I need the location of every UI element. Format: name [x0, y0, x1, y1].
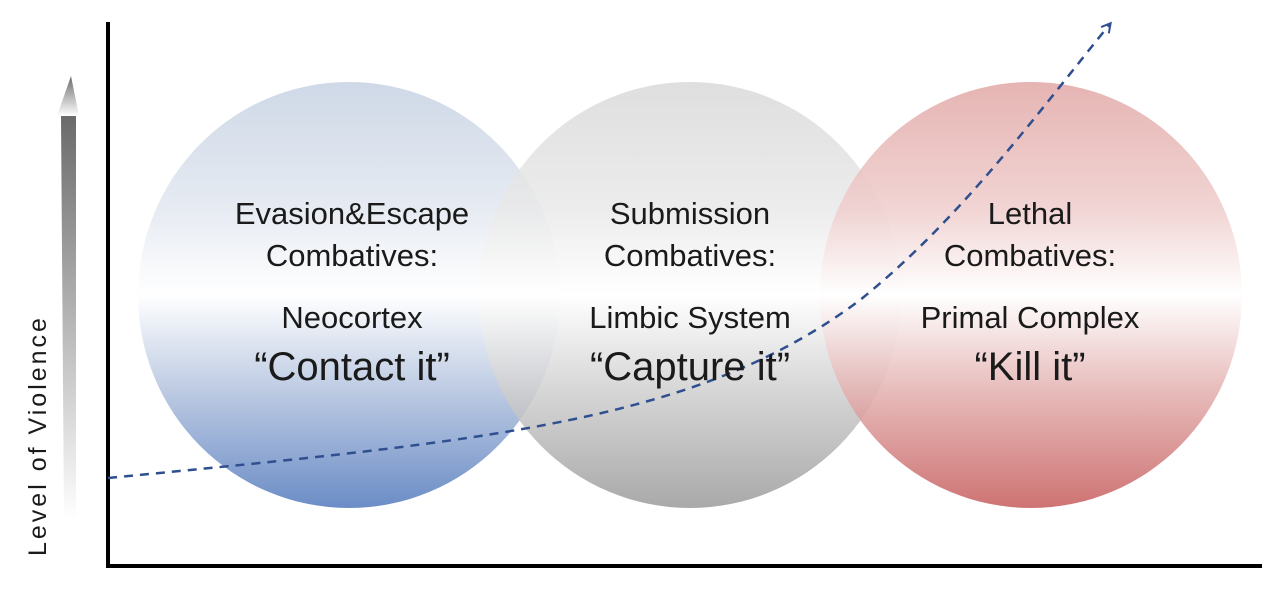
lethal-text: Lethal Combatives: Primal Complex “Kill … — [921, 196, 1140, 389]
lethal-title: Lethal — [988, 196, 1072, 231]
evasion-quote: “Contact it” — [254, 345, 450, 389]
violence-level-arrow — [57, 76, 79, 520]
lethal-brain-region: Primal Complex — [921, 300, 1140, 335]
submission-subtitle: Combatives: — [604, 238, 776, 273]
lethal-subtitle: Combatives: — [944, 238, 1116, 273]
submission-text: Submission Combatives: Limbic System “Ca… — [589, 196, 791, 389]
circle-submission — [479, 82, 901, 508]
evasion-title: Evasion&Escape — [235, 196, 469, 231]
evasion-subtitle: Combatives: — [266, 238, 438, 273]
lethal-quote: “Kill it” — [974, 345, 1085, 389]
circles — [138, 82, 1242, 508]
circle-evasion — [138, 82, 560, 508]
y-axis-label: Level of Violence — [24, 315, 52, 556]
evasion-text: Evasion&Escape Combatives: Neocortex “Co… — [235, 196, 469, 389]
submission-title: Submission — [610, 196, 770, 231]
submission-brain-region: Limbic System — [589, 300, 791, 335]
circle-lethal — [820, 82, 1242, 508]
evasion-brain-region: Neocortex — [281, 300, 423, 335]
submission-quote: “Capture it” — [590, 345, 790, 389]
violence-trend-curve — [107, 21, 1112, 480]
